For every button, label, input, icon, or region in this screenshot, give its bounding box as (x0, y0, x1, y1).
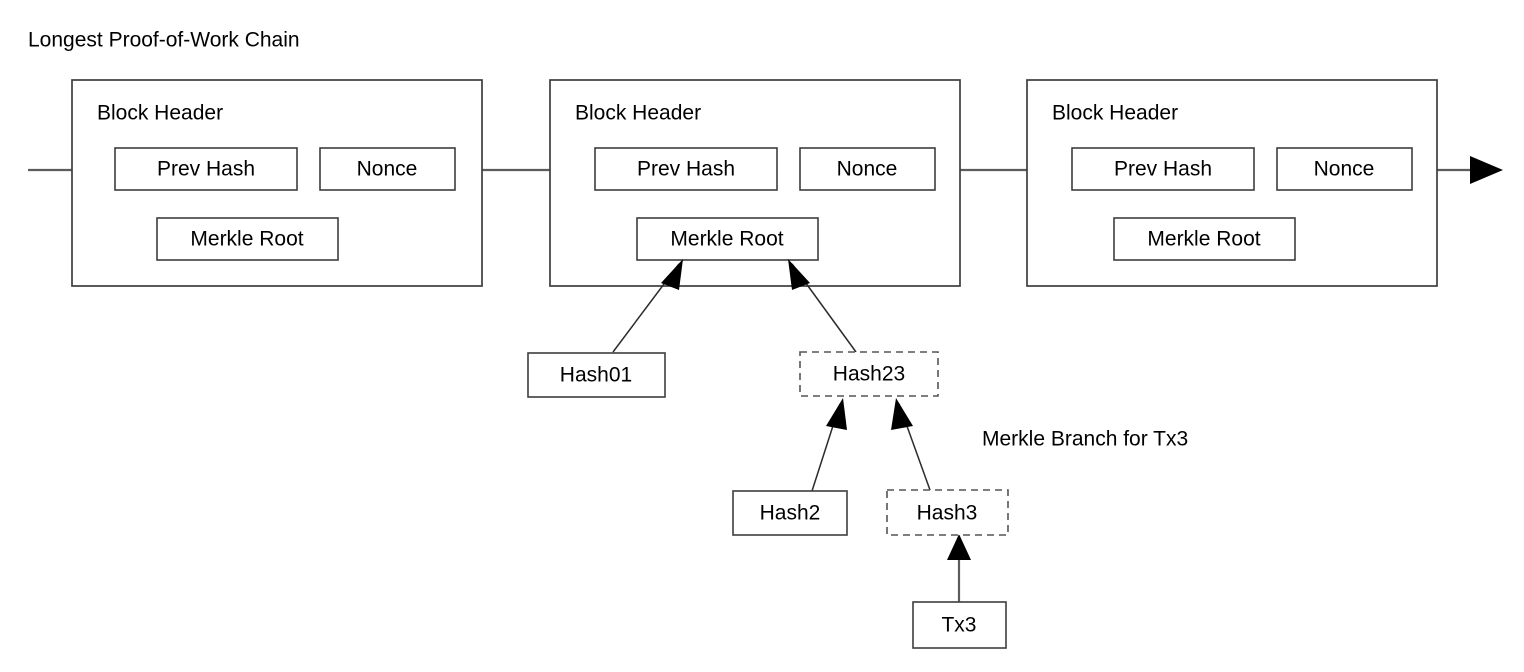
block-2-header-label: Block Header (575, 102, 701, 125)
block-2-nonce-label: Nonce (837, 158, 898, 181)
hash01-label: Hash01 (560, 364, 632, 387)
block-3-nonce-box[interactable] (1276, 147, 1413, 191)
diagram-title: Longest Proof-of-Work Chain (28, 29, 300, 52)
merkle-node-hash2[interactable]: Hash2 (732, 490, 848, 536)
arrowhead-hash23-to-merkle-root (788, 259, 810, 290)
block-3-merkle-root-box[interactable] (1113, 217, 1296, 261)
block-1-merkle-root-label: Merkle Root (190, 228, 303, 251)
hash23-box[interactable] (799, 351, 939, 397)
arrowhead-tx3-to-hash3 (947, 534, 971, 560)
merkle-node-tx3[interactable]: Tx3 (912, 601, 1007, 649)
arrowhead-hash2-to-hash23 (826, 398, 847, 430)
hash23-label: Hash23 (833, 363, 905, 386)
block-3-header-label: Block Header (1052, 102, 1178, 125)
block-1-header-label: Block Header (97, 102, 223, 125)
block-2-prev-hash-label: Prev Hash (637, 158, 735, 181)
block-3-merkle-root-label: Merkle Root (1147, 228, 1260, 251)
block-1-nonce-box[interactable] (319, 147, 456, 191)
block-1-merkle-root-box[interactable] (156, 217, 339, 261)
merkle-node-hash23[interactable]: Hash23 (799, 351, 939, 397)
chain-arrowhead-outgoing (1470, 156, 1503, 184)
arrowhead-hash01-to-merkle-root (661, 259, 683, 290)
hash3-box[interactable] (886, 489, 1009, 536)
block-3-prev-hash-box[interactable] (1071, 147, 1255, 191)
hash3-label: Hash3 (917, 502, 978, 525)
merkle-node-hash01[interactable]: Hash01 (527, 352, 666, 398)
hash01-box[interactable] (527, 352, 666, 398)
block-2-prev-hash-box[interactable] (594, 147, 778, 191)
block-1-prev-hash-label: Prev Hash (157, 158, 255, 181)
block-3[interactable]: Block Header Prev Hash Nonce Merkle Root (1026, 79, 1438, 287)
hash2-label: Hash2 (760, 502, 821, 525)
block-3-nonce-label: Nonce (1314, 158, 1375, 181)
arrowhead-hash3-to-hash23 (891, 398, 913, 430)
block-2-merkle-root-box[interactable] (636, 217, 819, 261)
block-1-prev-hash-box[interactable] (114, 147, 298, 191)
block-1-nonce-label: Nonce (357, 158, 418, 181)
merkle-branch-caption: Merkle Branch for Tx3 (982, 428, 1188, 451)
merkle-node-hash3[interactable]: Hash3 (886, 489, 1009, 536)
tx3-box[interactable] (912, 601, 1007, 649)
block-1[interactable]: Block Header Prev Hash Nonce Merkle Root (71, 79, 483, 287)
hash2-box[interactable] (732, 490, 848, 536)
block-3-prev-hash-label: Prev Hash (1114, 158, 1212, 181)
block-2-nonce-box[interactable] (799, 147, 936, 191)
tx3-label: Tx3 (941, 614, 976, 637)
block-2-merkle-root-label: Merkle Root (670, 228, 783, 251)
block-2[interactable]: Block Header Prev Hash Nonce Merkle Root (549, 79, 961, 287)
